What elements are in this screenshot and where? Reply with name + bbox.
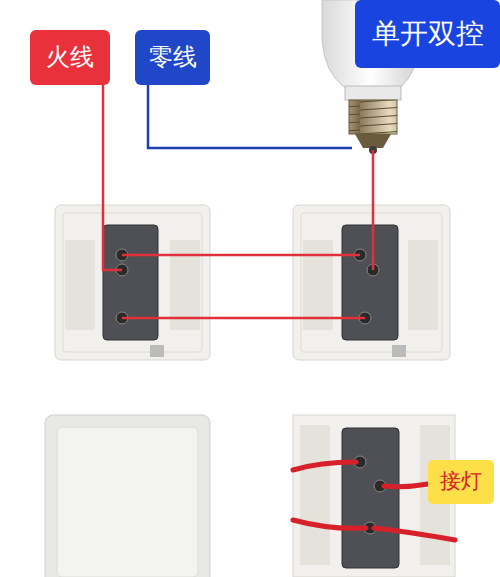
label-text: 火线 [46,44,94,70]
label-text: 单开双控 [372,19,484,50]
label-box: 接灯 [428,460,494,504]
switch-back-left [55,205,210,360]
switch-back-right [293,205,450,360]
wires [103,85,373,318]
label-text: 零线 [149,44,197,70]
switch-front [45,415,210,577]
title-box: 单开双控 [355,0,500,68]
label-box: 火线 [30,30,110,85]
label-text: 接灯 [440,470,482,493]
label-box: 零线 [135,30,210,85]
